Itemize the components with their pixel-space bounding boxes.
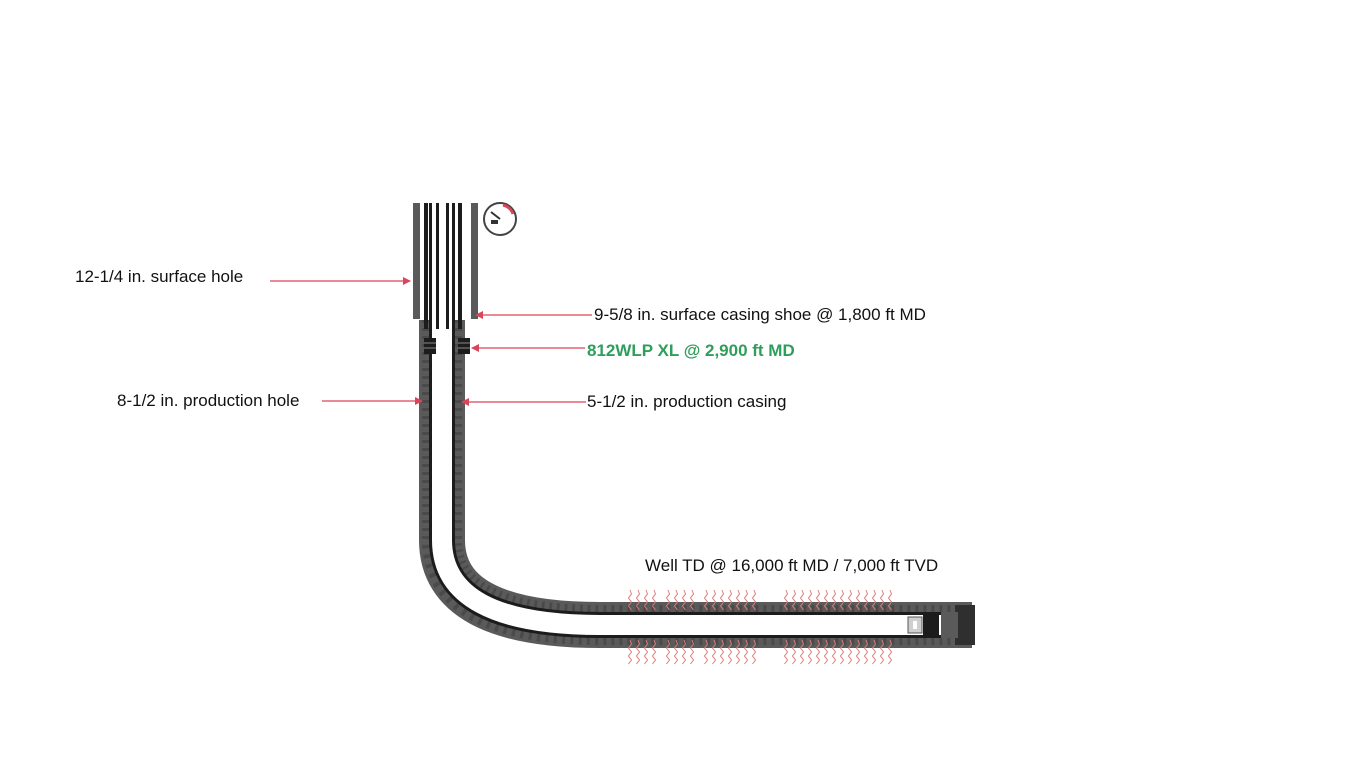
perforation-mark [823, 639, 829, 665]
perforations [627, 589, 893, 665]
perforation-mark [719, 589, 725, 611]
perforation-mark [727, 589, 733, 611]
perforation-mark [635, 639, 641, 665]
perforation-mark [815, 589, 821, 611]
perforation-mark [847, 639, 853, 665]
label-production-hole: 8-1/2 in. production hole [117, 391, 300, 410]
perforation-mark [799, 589, 805, 611]
perforation-mark [751, 589, 757, 611]
perforation-mark [831, 639, 837, 665]
perforation-mark [799, 639, 805, 665]
pressure-gauge-icon [483, 202, 517, 236]
perforation-mark [855, 589, 861, 611]
perforation-mark [627, 639, 633, 665]
perforation-mark [643, 589, 649, 611]
perforation-mark [791, 589, 797, 611]
perforation-mark [681, 639, 687, 665]
perforation-mark [815, 639, 821, 665]
perforation-mark [681, 589, 687, 611]
label-well-td: Well TD @ 16,000 ft MD / 7,000 ft TVD [645, 556, 939, 575]
perforation-mark [863, 639, 869, 665]
perforation-mark [791, 639, 797, 665]
perforation-mark [847, 589, 853, 611]
perforation-mark [863, 589, 869, 611]
perforation-mark [879, 589, 885, 611]
label-tool: 812WLP XL @ 2,900 ft MD [587, 341, 795, 360]
perforation-mark [727, 639, 733, 665]
perforation-mark [735, 589, 741, 611]
production-casing [429, 203, 955, 638]
perforation-mark [743, 589, 749, 611]
perforation-mark [703, 639, 709, 665]
perforation-mark [807, 589, 813, 611]
perforation-mark [673, 639, 679, 665]
perforation-mark [879, 639, 885, 665]
perforation-mark [839, 589, 845, 611]
surface-casing [424, 203, 462, 329]
perforation-mark [643, 639, 649, 665]
production-hole [419, 320, 972, 648]
perforation-mark [703, 589, 709, 611]
perforation-mark [871, 639, 877, 665]
perforation-mark [783, 639, 789, 665]
perforation-mark [635, 589, 641, 611]
perforation-mark [665, 639, 671, 665]
label-surface-hole: 12-1/4 in. surface hole [75, 267, 244, 286]
perforation-mark [673, 589, 679, 611]
perforation-mark [831, 589, 837, 611]
float-shoe-icon [907, 605, 975, 645]
perforation-mark [743, 639, 749, 665]
perforation-mark [689, 639, 695, 665]
perforation-mark [689, 589, 695, 611]
perforation-mark [711, 589, 717, 611]
perforation-mark [719, 639, 725, 665]
perforation-mark [807, 639, 813, 665]
perforation-mark [783, 589, 789, 611]
perforation-mark [855, 639, 861, 665]
perforation-mark [627, 589, 633, 611]
perforation-mark [871, 589, 877, 611]
perforation-mark [651, 639, 657, 665]
perforation-mark [751, 639, 757, 665]
callout-arrows [270, 277, 592, 406]
label-surface-casing-shoe: 9-5/8 in. surface casing shoe @ 1,800 ft… [594, 305, 926, 324]
perforation-mark [711, 639, 717, 665]
812wlp-xl-tool [424, 338, 470, 354]
label-production-casing: 5-1/2 in. production casing [587, 392, 787, 411]
perforation-mark [651, 589, 657, 611]
perforation-mark [839, 639, 845, 665]
perforation-mark [735, 639, 741, 665]
perforation-mark [665, 589, 671, 611]
perforation-mark [887, 639, 893, 665]
perforation-mark [887, 589, 893, 611]
perforation-mark [823, 589, 829, 611]
